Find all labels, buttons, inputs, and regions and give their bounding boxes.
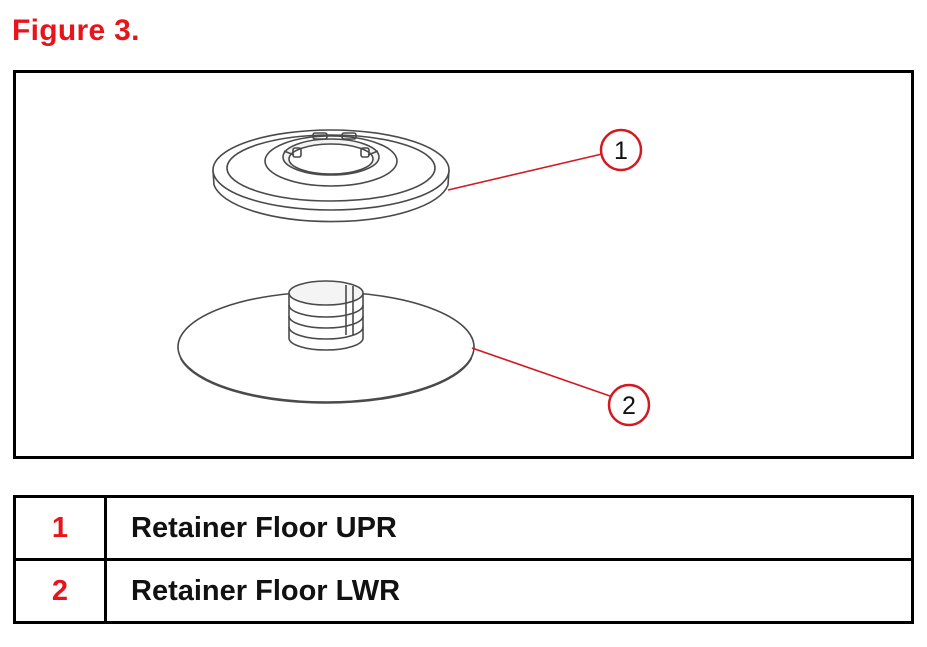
- legend-row: 1 Retainer Floor UPR: [13, 495, 914, 561]
- leader-lines: [447, 153, 611, 397]
- legend-number: 1: [13, 495, 107, 561]
- legend-description: Retainer Floor LWR: [104, 558, 914, 624]
- legend-number: 2: [13, 558, 107, 624]
- legend-description: Retainer Floor UPR: [104, 495, 914, 561]
- retainer-parts-illustration: 1 2: [177, 128, 651, 427]
- callout-2: 2: [607, 383, 651, 427]
- retainer-floor-upr-drawing: [212, 129, 450, 223]
- legend-row: 2 Retainer Floor LWR: [13, 558, 914, 624]
- figure-title: Figure 3.: [12, 14, 140, 47]
- figure-illustration-frame: 1 2: [13, 70, 914, 459]
- svg-text:2: 2: [622, 392, 636, 420]
- retainer-floor-lwr-drawing: [177, 280, 475, 404]
- svg-text:1: 1: [614, 137, 628, 165]
- callout-1: 1: [599, 128, 643, 172]
- parts-legend-table: 1 Retainer Floor UPR 2 Retainer Floor LW…: [13, 495, 914, 624]
